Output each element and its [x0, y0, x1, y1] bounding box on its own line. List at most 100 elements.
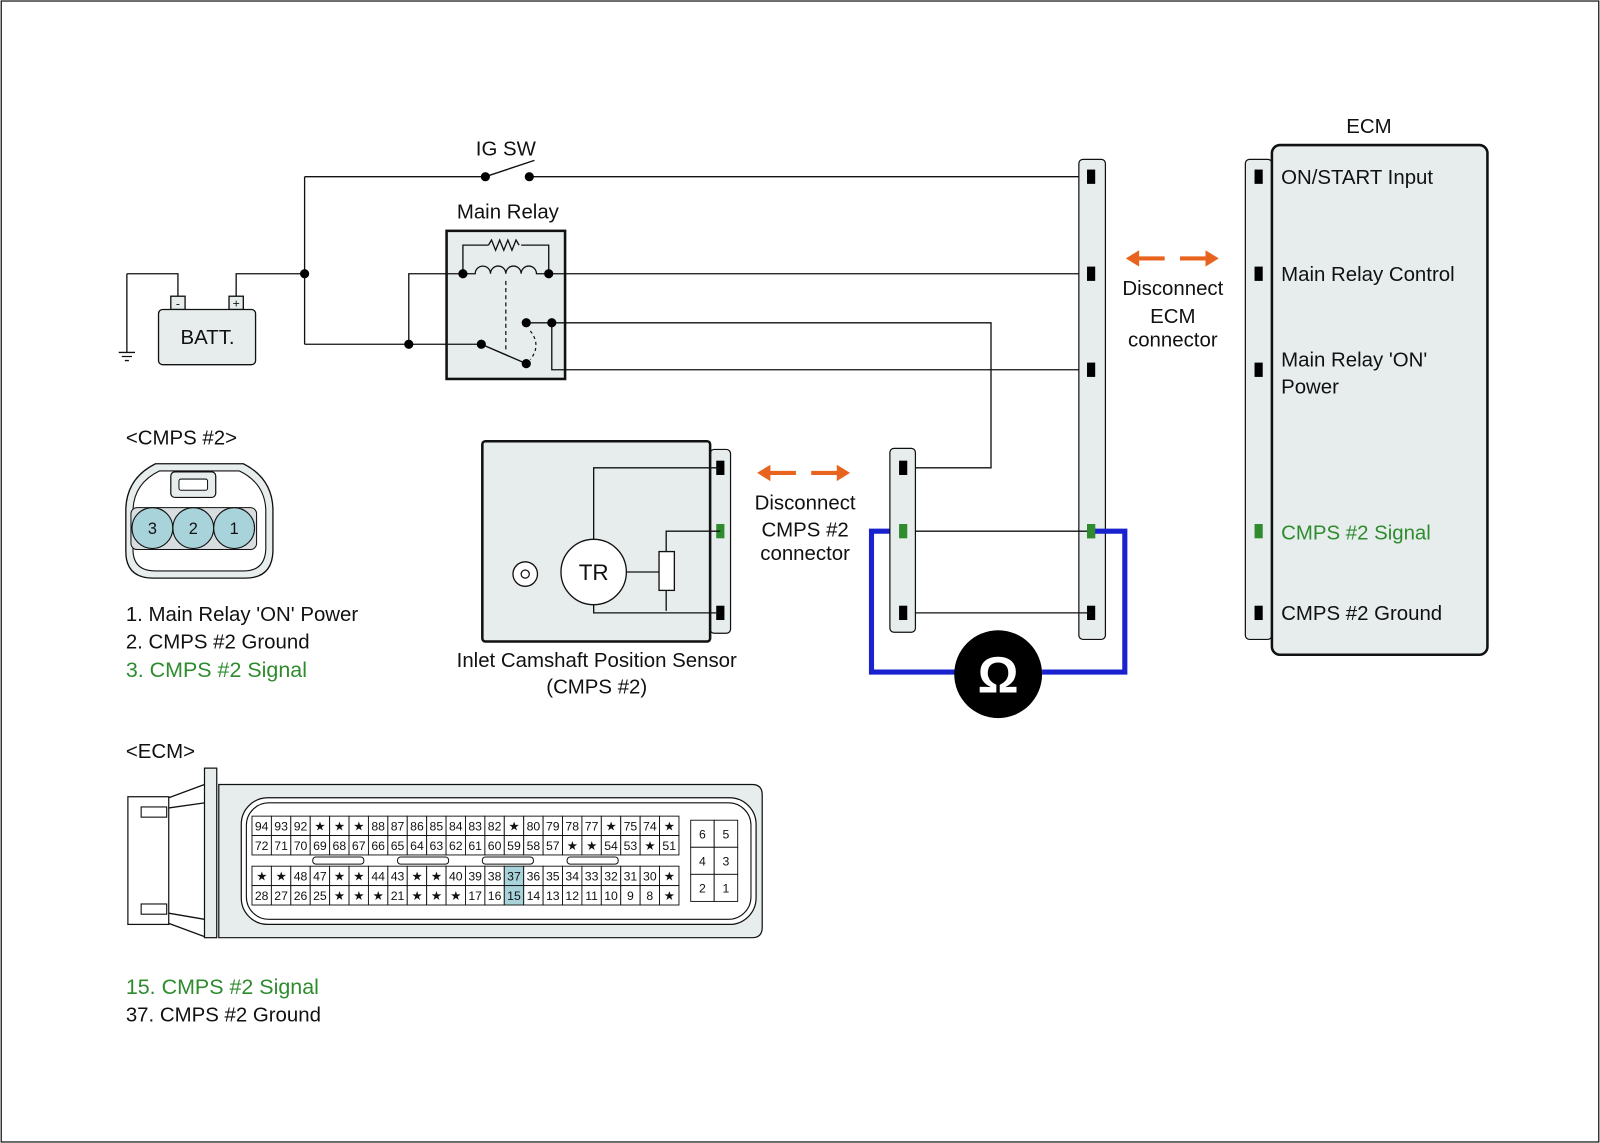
ecm-pin-number: 54	[604, 839, 618, 853]
ecm-pin-number: ★	[334, 819, 345, 833]
ecm-pin-number: 75	[624, 819, 638, 833]
ground-symbol-icon	[118, 351, 136, 362]
ecm-pin-number: ★	[509, 819, 520, 833]
ecm-pin-number: 27	[274, 889, 288, 903]
ecm-pin-number: 71	[274, 839, 288, 853]
sensor-resistor	[658, 550, 676, 592]
arrow-right-icon	[1205, 250, 1219, 267]
ecm-pin-number: ★	[606, 819, 617, 833]
battery-body	[157, 308, 257, 366]
battery-label: BATT.	[181, 327, 235, 349]
ecm-pin-number: 36	[527, 869, 541, 883]
ecm-pin-number: 74	[643, 819, 657, 833]
cmps-pin-number: 2	[189, 520, 198, 538]
cmps-harness-connector	[868, 447, 1128, 675]
ohm-icon: Ω	[978, 647, 1019, 704]
ecm-pin-number: 30	[643, 869, 657, 883]
battery-positive-label: +	[233, 296, 240, 310]
main-relay: Main Relay	[304, 202, 1092, 469]
ecm-pin-number: ★	[586, 839, 597, 853]
ecm-pin-number: 88	[371, 819, 385, 833]
ecm-pin-number: ★	[314, 819, 325, 833]
ecm-pin-number: 2	[699, 881, 706, 895]
ecm-pin-number: ★	[431, 869, 442, 883]
ecm-pin-number: 59	[507, 839, 521, 853]
ecm-pin-number: 12	[565, 889, 579, 903]
ecm-pin-cell	[659, 835, 680, 856]
ecm-pin-number: 11	[585, 889, 598, 903]
ecm-pin-number: 47	[313, 869, 327, 883]
cmps-sensor: TR Inlet Camshaft Position Sensor (CMPS …	[457, 439, 737, 699]
ecm-legend-item: 37. CMPS #2 Ground	[126, 1004, 321, 1026]
ecm-pin-number: 72	[255, 839, 269, 853]
ecm-pin-number: 58	[527, 839, 541, 853]
ecm-disconnect-line3: connector	[1128, 329, 1218, 351]
ecm-pin-number: 64	[410, 839, 424, 853]
cmps-disconnect-line3: connector	[760, 543, 850, 565]
battery-negative-label: -	[176, 296, 180, 310]
arrow-left-icon	[1125, 250, 1140, 267]
sensor-caption-1: Inlet Camshaft Position Sensor	[457, 650, 737, 672]
ecm-legend-item-signal: 15. CMPS #2 Signal	[126, 975, 319, 999]
ecm-pin-number: ★	[334, 889, 345, 903]
ecm-pin-number: 61	[468, 839, 482, 853]
ecm-pin-number: ★	[353, 889, 364, 903]
ecm-pin-number: 3	[723, 854, 730, 868]
ecm-title: ECM	[1346, 116, 1391, 138]
ecm-pin-number: 85	[430, 819, 444, 833]
ecm-pin-number: 32	[604, 869, 618, 883]
arrow-right-icon	[836, 464, 851, 482]
ecm-pin-number: 65	[391, 839, 405, 853]
ecm-pin-number: ★	[664, 869, 675, 883]
ecm-pin-number: 53	[624, 839, 638, 853]
ecm-pin-number: 43	[391, 869, 405, 883]
ecm-pin-number: ★	[450, 889, 461, 903]
ecm-pin-on-start-label: ON/START Input	[1281, 167, 1433, 189]
ecm-pin-number: ★	[373, 889, 384, 903]
ecm-pin-relay-power-label-2: Power	[1281, 376, 1339, 398]
ecm-unit: ECM ON/START Input Main Relay Control Ma…	[1244, 116, 1489, 657]
cmps-connector-title: <CMPS #2>	[126, 427, 237, 449]
cmps-connector-face: <CMPS #2> 3 2 1 1. Main Relay 'ON' Power…	[125, 427, 358, 682]
cmps-pin-number: 1	[230, 520, 239, 538]
ecm-pin-number: 80	[527, 819, 541, 833]
ecm-pin-number: ★	[664, 819, 675, 833]
cmps-legend-item: 2. CMPS #2 Ground	[126, 632, 310, 654]
ecm-pin-number: 40	[449, 869, 463, 883]
cmps-disconnect-arrows: Disconnect CMPS #2 connector	[755, 464, 856, 565]
relay-resistor	[487, 238, 520, 253]
ecm-pin-relay-control-label: Main Relay Control	[1281, 264, 1455, 286]
ecm-harness-pin-relay-control	[1087, 266, 1096, 281]
ecm-pin-number: 77	[585, 819, 599, 833]
sensor-caption-2: (CMPS #2)	[546, 677, 647, 699]
ecm-pin-number: 1	[723, 881, 730, 895]
ohmmeter: Ω	[954, 630, 1043, 719]
ecm-pin-number: 44	[371, 869, 385, 883]
ecm-pin-number: ★	[664, 889, 675, 903]
cmps-pin-number: 3	[148, 520, 157, 538]
ecm-pin-number: ★	[276, 869, 287, 883]
ecm-pin-number: 38	[488, 869, 502, 883]
ecm-pin-number: 92	[294, 819, 308, 833]
ecm-pin-number: 60	[488, 839, 502, 853]
ecm-pin-number: 94	[255, 819, 269, 833]
switch-arm	[485, 159, 535, 178]
ecm-pin-number: 25	[313, 889, 327, 903]
transistor-label: TR	[579, 560, 609, 585]
ecm-pin-number: ★	[411, 889, 422, 903]
ohmmeter-body	[954, 630, 1043, 719]
ecm-pin-number: 67	[352, 839, 366, 853]
transistor-circle	[560, 538, 628, 606]
ecm-pin-number: 93	[274, 819, 288, 833]
ecm-pin-number: 16	[488, 889, 502, 903]
ecm-pin-number: ★	[353, 819, 364, 833]
ecm-pin-number: 21	[391, 889, 405, 903]
ecm-harness-connector	[1078, 158, 1107, 641]
test-lead	[868, 528, 1128, 675]
ecm-pin-number: 14	[527, 889, 541, 903]
ig-switch: IG SW	[300, 138, 1092, 345]
ecm-pin-number: 15	[507, 889, 521, 903]
ecm-pin-cell	[713, 873, 739, 902]
ecm-pin-number: 6	[699, 827, 706, 841]
